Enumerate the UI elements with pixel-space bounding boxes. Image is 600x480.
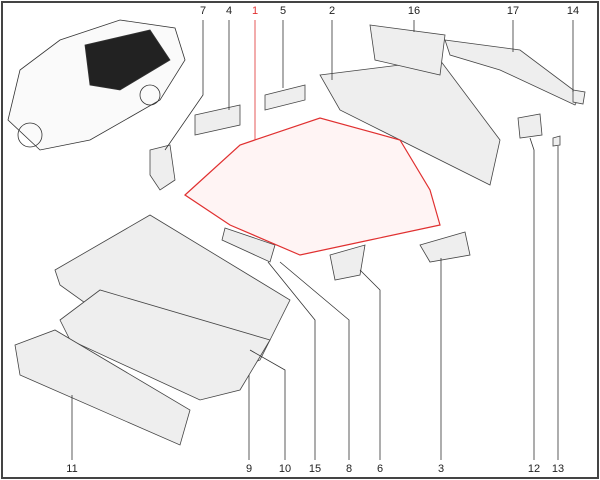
callout-1: 1 xyxy=(251,5,259,17)
callout-13: 13 xyxy=(551,463,565,475)
part-5 xyxy=(264,84,306,111)
callout-3: 3 xyxy=(437,463,445,475)
callout-8: 8 xyxy=(345,463,353,475)
callout-14: 14 xyxy=(566,5,580,17)
callout-11: 11 xyxy=(66,463,78,475)
part-7 xyxy=(149,144,176,191)
callout-6: 6 xyxy=(376,463,384,475)
part-11 xyxy=(14,329,191,446)
part-15 xyxy=(221,227,276,263)
callout-2: 2 xyxy=(328,5,336,17)
part-13 xyxy=(552,135,561,147)
leader-lines xyxy=(71,20,574,460)
callout-7: 7 xyxy=(199,5,207,17)
callout-15: 15 xyxy=(308,463,322,475)
parts xyxy=(14,24,586,446)
callout-5: 5 xyxy=(279,5,287,17)
car-thumbnail xyxy=(7,19,186,151)
callout-12: 12 xyxy=(527,463,541,475)
part-12 xyxy=(517,113,543,139)
callout-17: 17 xyxy=(506,5,520,17)
part-6 xyxy=(329,244,366,281)
part-14 xyxy=(572,89,586,105)
callout-16: 16 xyxy=(407,5,421,17)
part-17 xyxy=(444,39,581,106)
part-3 xyxy=(419,231,471,263)
part-16 xyxy=(369,24,446,76)
part-1-rear-floor xyxy=(184,117,441,256)
part-4 xyxy=(194,104,241,136)
callout-10: 10 xyxy=(278,463,292,475)
callout-4: 4 xyxy=(225,5,233,17)
callout-9: 9 xyxy=(245,463,253,475)
